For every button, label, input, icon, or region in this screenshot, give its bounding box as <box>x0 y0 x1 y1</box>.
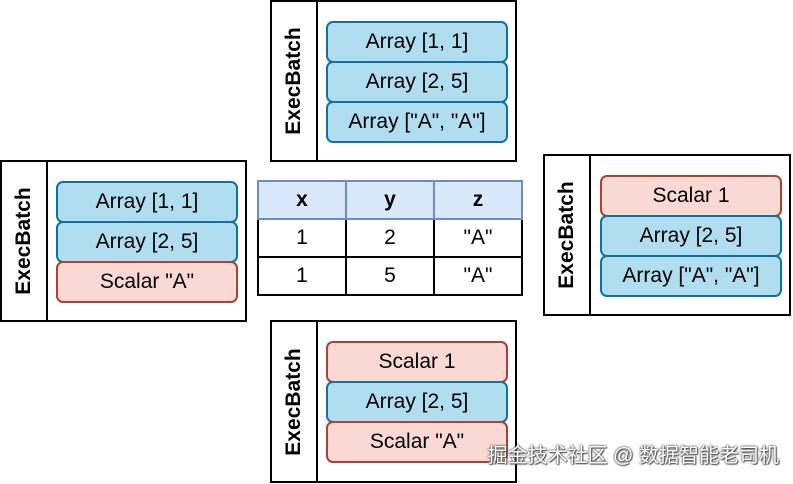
scalar-column: Scalar "A" <box>56 261 238 303</box>
array-column: Array ["A", "A"] <box>600 255 782 297</box>
table-header-z: z <box>433 180 523 220</box>
scalar-column: Scalar 1 <box>326 341 508 383</box>
table-row: 1 5 "A" <box>257 256 523 296</box>
exec-batch-label: ExecBatch <box>12 187 35 295</box>
exec-batch-label: ExecBatch <box>555 181 578 289</box>
table-cell: "A" <box>433 218 523 258</box>
table-cell: 2 <box>345 218 435 258</box>
watermark: 掘金技术社区 @ 数据智能老司机 <box>487 445 779 467</box>
exec-batch-label-box: ExecBatch <box>272 2 318 160</box>
table-cell: 1 <box>257 218 347 258</box>
table-cell: 5 <box>345 256 435 296</box>
scalar-column: Scalar 1 <box>600 175 782 217</box>
array-column: Array [2, 5] <box>56 221 238 263</box>
table-header-x: x <box>257 180 347 220</box>
table-row: 1 2 "A" <box>257 218 523 258</box>
array-column: Array ["A", "A"] <box>326 101 508 143</box>
exec-batch-label: ExecBatch <box>282 347 305 456</box>
exec-batch-label-box: ExecBatch <box>2 162 48 320</box>
scalar-column: Scalar "A" <box>326 421 508 463</box>
table-cell: 1 <box>257 256 347 296</box>
exec-batch-left: ExecBatch Array [1, 1] Array [2, 5] Scal… <box>0 160 247 322</box>
exec-batch-label-box: ExecBatch <box>272 322 318 481</box>
exec-batch-label-box: ExecBatch <box>545 156 591 314</box>
table-header-y: y <box>345 180 435 220</box>
exec-batch-top: ExecBatch Array [1, 1] Array [2, 5] Arra… <box>270 0 517 162</box>
array-column: Array [2, 5] <box>326 381 508 423</box>
array-column: Array [2, 5] <box>600 215 782 257</box>
exec-batch-right: ExecBatch Scalar 1 Array [2, 5] Array ["… <box>543 154 791 316</box>
array-column: Array [1, 1] <box>56 181 238 223</box>
table-cell: "A" <box>433 256 523 296</box>
array-column: Array [2, 5] <box>326 61 508 103</box>
data-table: x y z 1 2 "A" 1 5 "A" <box>257 180 523 296</box>
exec-batch-bottom: ExecBatch Scalar 1 Array [2, 5] Scalar "… <box>270 320 517 483</box>
array-column: Array [1, 1] <box>326 21 508 63</box>
exec-batch-label: ExecBatch <box>282 27 305 135</box>
table-header-row: x y z <box>257 180 523 220</box>
